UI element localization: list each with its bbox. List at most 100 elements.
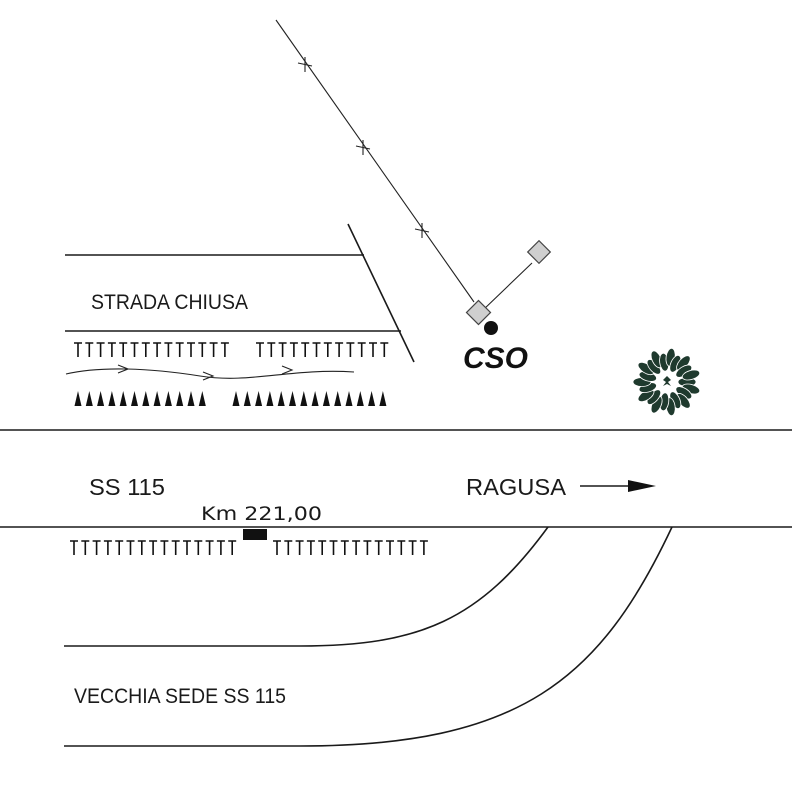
hedge-mark-icon xyxy=(131,391,138,406)
hedge-mark-icon xyxy=(119,342,128,357)
hedge-mark-icon xyxy=(256,342,264,357)
hedge-mark-icon xyxy=(194,540,203,555)
hedge-mark-icon xyxy=(312,342,321,357)
hedge-mark-icon xyxy=(300,391,308,406)
hedge-row-lower-left xyxy=(74,391,206,406)
hedge-mark-icon xyxy=(176,391,184,406)
hedge-mark-icon xyxy=(273,540,281,555)
hedge-mark-icon xyxy=(368,391,376,406)
km-marker-icon xyxy=(243,529,267,540)
hedge-mark-icon xyxy=(74,342,82,357)
hedge-mark-icon xyxy=(130,342,139,357)
flow-arrow-icon xyxy=(117,364,130,374)
hedge-mark-icon xyxy=(187,391,195,406)
hedge-mark-icon xyxy=(160,540,169,555)
instrument-group xyxy=(465,239,552,335)
hedge-mark-icon xyxy=(323,342,332,357)
hedge-mark-icon xyxy=(141,342,150,357)
hedge-mark-icon xyxy=(243,391,251,406)
station-marker-icon xyxy=(484,321,498,335)
hedge-mark-icon xyxy=(137,540,146,555)
hedge-mark-icon xyxy=(301,342,310,357)
hedge-mark-icon xyxy=(183,540,191,555)
hedge-mark-icon xyxy=(295,540,304,555)
hedge-mark-icon xyxy=(107,342,116,357)
hedge-mark-icon xyxy=(329,540,338,555)
main-road-label: SS 115 xyxy=(89,474,165,500)
km-marker-label: Km 221,00 xyxy=(201,503,322,525)
hedge-mark-icon xyxy=(357,342,366,357)
hedge-mark-icon xyxy=(397,540,406,555)
hedge-row-upper-right xyxy=(256,342,389,357)
hedge-mark-icon xyxy=(108,391,116,406)
flow-arrow-icon xyxy=(281,365,294,375)
hedge-mark-icon xyxy=(70,540,78,555)
fence-cross-icon xyxy=(297,57,313,72)
hedge-mark-icon xyxy=(289,342,298,357)
hedge-mark-icon xyxy=(284,540,293,555)
hedge-mark-icon xyxy=(175,342,184,357)
hedge-mark-icon xyxy=(408,540,417,555)
flow-line xyxy=(65,364,355,381)
hedge-mark-icon xyxy=(228,540,237,555)
hedge-mark-icon xyxy=(419,540,428,555)
hedge-mark-icon xyxy=(85,391,93,406)
station-label: CSO xyxy=(463,342,528,375)
hedge-mark-icon xyxy=(340,540,349,555)
hedge-mark-icon xyxy=(311,391,319,406)
fence-cross-icon xyxy=(414,223,430,238)
fence-cross-icon xyxy=(355,140,371,155)
hedge-mark-icon xyxy=(81,540,90,555)
hedge-mark-icon xyxy=(346,342,355,357)
hedge-mark-icon xyxy=(220,342,229,357)
hedge-mark-icon xyxy=(255,391,263,406)
instrument-diamond-icon xyxy=(465,299,492,326)
hedge-mark-icon xyxy=(374,540,383,555)
hedge-mark-icon xyxy=(209,342,218,357)
direction-label: RAGUSA xyxy=(466,474,567,500)
hedge-mark-icon xyxy=(363,540,372,555)
fence-line xyxy=(275,19,475,303)
hedge-mark-icon xyxy=(142,391,150,406)
old-road xyxy=(64,526,673,747)
hedge-mark-icon xyxy=(198,391,206,406)
hedge-mark-icon xyxy=(164,342,173,357)
hedge-mark-icon xyxy=(386,540,394,555)
hedge-mark-icon xyxy=(278,342,287,357)
hedge-mark-icon xyxy=(267,342,276,357)
hedge-mark-icon xyxy=(380,342,389,357)
hedge-mark-icon xyxy=(318,540,327,555)
hedge-mark-icon xyxy=(379,391,387,406)
hedge-mark-icon xyxy=(164,391,172,406)
hedge-mark-icon xyxy=(171,540,180,555)
closed-road-label: STRADA CHIUSA xyxy=(91,291,248,314)
tree-leaf-icon xyxy=(681,369,701,381)
hedge-row-roadside-right xyxy=(273,540,428,555)
hedge-mark-icon xyxy=(322,391,330,406)
hedge-mark-icon xyxy=(187,342,195,357)
hedge-mark-icon xyxy=(352,540,361,555)
hedge-row-lower-right xyxy=(232,391,387,406)
hedge-mark-icon xyxy=(115,540,124,555)
hedge-mark-icon xyxy=(345,391,353,406)
tree-icon xyxy=(632,347,701,417)
hedge-mark-icon xyxy=(306,540,315,555)
hedge-mark-icon xyxy=(334,391,342,406)
hedge-mark-icon xyxy=(289,391,296,406)
hedge-mark-icon xyxy=(153,391,161,406)
hedge-mark-icon xyxy=(119,391,127,406)
instrument-diamond-icon xyxy=(526,239,552,265)
hedge-mark-icon xyxy=(232,391,240,406)
hedge-mark-icon xyxy=(356,391,364,406)
hedge-mark-icon xyxy=(369,342,377,357)
hedge-row-roadside-left xyxy=(70,540,237,555)
hedge-mark-icon xyxy=(96,342,105,357)
hedge-mark-icon xyxy=(205,540,214,555)
hedge-mark-icon xyxy=(103,540,112,555)
closed-road xyxy=(65,223,415,363)
hedge-mark-icon xyxy=(266,391,274,406)
hedge-mark-icon xyxy=(74,391,82,406)
hedge-row-upper-left xyxy=(74,342,229,357)
flow-arrow-icon xyxy=(202,371,215,381)
